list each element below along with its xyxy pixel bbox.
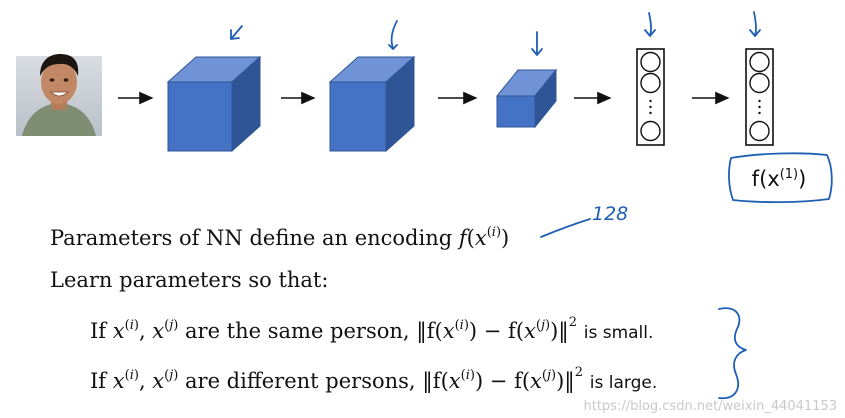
svg-text:If x(i), x(j) are di: If x(i), x(j) are different persons, ‖f(… [90, 357, 657, 394]
handdrawn-arrow-5 [749, 11, 761, 37]
line4-middle: are different persons, [185, 369, 416, 393]
handdrawn-arrow-4 [644, 12, 656, 37]
svg-text:Parameters of NN define an enc: Parameters of NN define an encoding f(x(… [50, 225, 509, 250]
conv-layer-cube-2 [328, 55, 416, 153]
handdrawn-annotation-line [540, 218, 591, 238]
conv-layer-cube-3 [495, 68, 558, 129]
svg-text:f(x(1)): f(x(1)) [752, 167, 807, 191]
handdrawn-arrow-3 [531, 31, 543, 56]
watermark-text: https://blog.csdn.net/weixin_44041153 [583, 399, 837, 414]
line4-suffix: is large. [590, 373, 657, 393]
line3-suffix: is small. [584, 323, 654, 343]
handdrawn-arrow-2 [388, 20, 398, 50]
handdrawn-arrow-1 [230, 25, 243, 40]
line4-prefix: If [90, 369, 108, 393]
output-encoding-label: f(x(1)) [728, 152, 833, 204]
input-face-photo [16, 54, 102, 136]
line2-text: Learn parameters so that: [50, 268, 328, 292]
svg-text:If x(i), x(j) are th: If x(i), x(j) are the same person, ‖f(x(… [90, 307, 653, 344]
annotation-128: 128 [592, 203, 628, 225]
line3-middle: are the same person, [185, 319, 410, 343]
handdrawn-brace [718, 307, 747, 400]
fc-layer-1 [636, 48, 665, 146]
line3-prefix: If [90, 319, 108, 343]
conv-layer-cube-1 [166, 55, 262, 153]
line1-text: Parameters of NN define an encoding [50, 226, 452, 250]
fc-layer-encoding [745, 48, 774, 146]
